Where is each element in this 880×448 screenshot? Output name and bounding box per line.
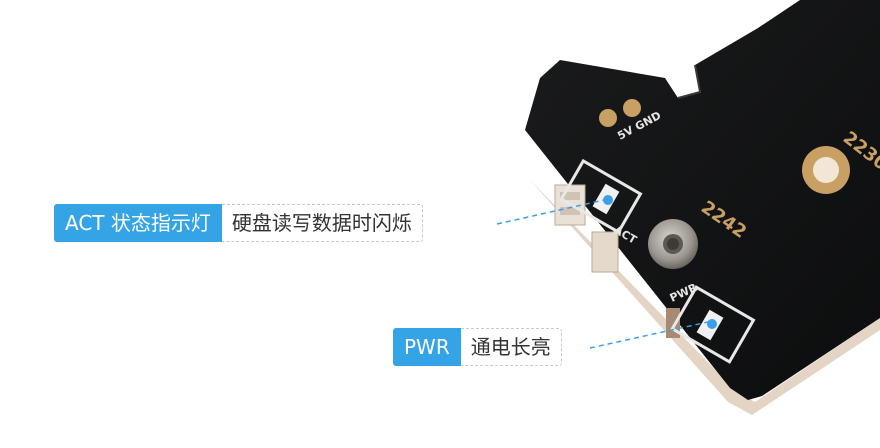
mount-hole-2230	[802, 146, 850, 194]
act-led	[559, 158, 643, 235]
pwr-callout-title: PWR	[393, 328, 461, 366]
pwr-led	[670, 285, 756, 364]
act-callout: ACT 状态指示灯 硬盘读写数据时闪烁	[54, 204, 423, 242]
pcb-board	[525, 0, 880, 400]
power-pads	[599, 99, 641, 127]
pwr-leader-line	[589, 321, 709, 349]
board-edge	[530, 180, 880, 415]
board-notch	[677, 64, 702, 99]
pwr-callout-description: 通电长亮	[460, 328, 562, 366]
act-leader-line	[496, 199, 605, 225]
act-callout-title: ACT 状态指示灯	[54, 204, 222, 242]
act-callout-description: 硬盘读写数据时闪烁	[221, 204, 423, 242]
nut-2242	[648, 219, 698, 269]
pwr-callout: PWR 通电长亮	[393, 328, 562, 366]
